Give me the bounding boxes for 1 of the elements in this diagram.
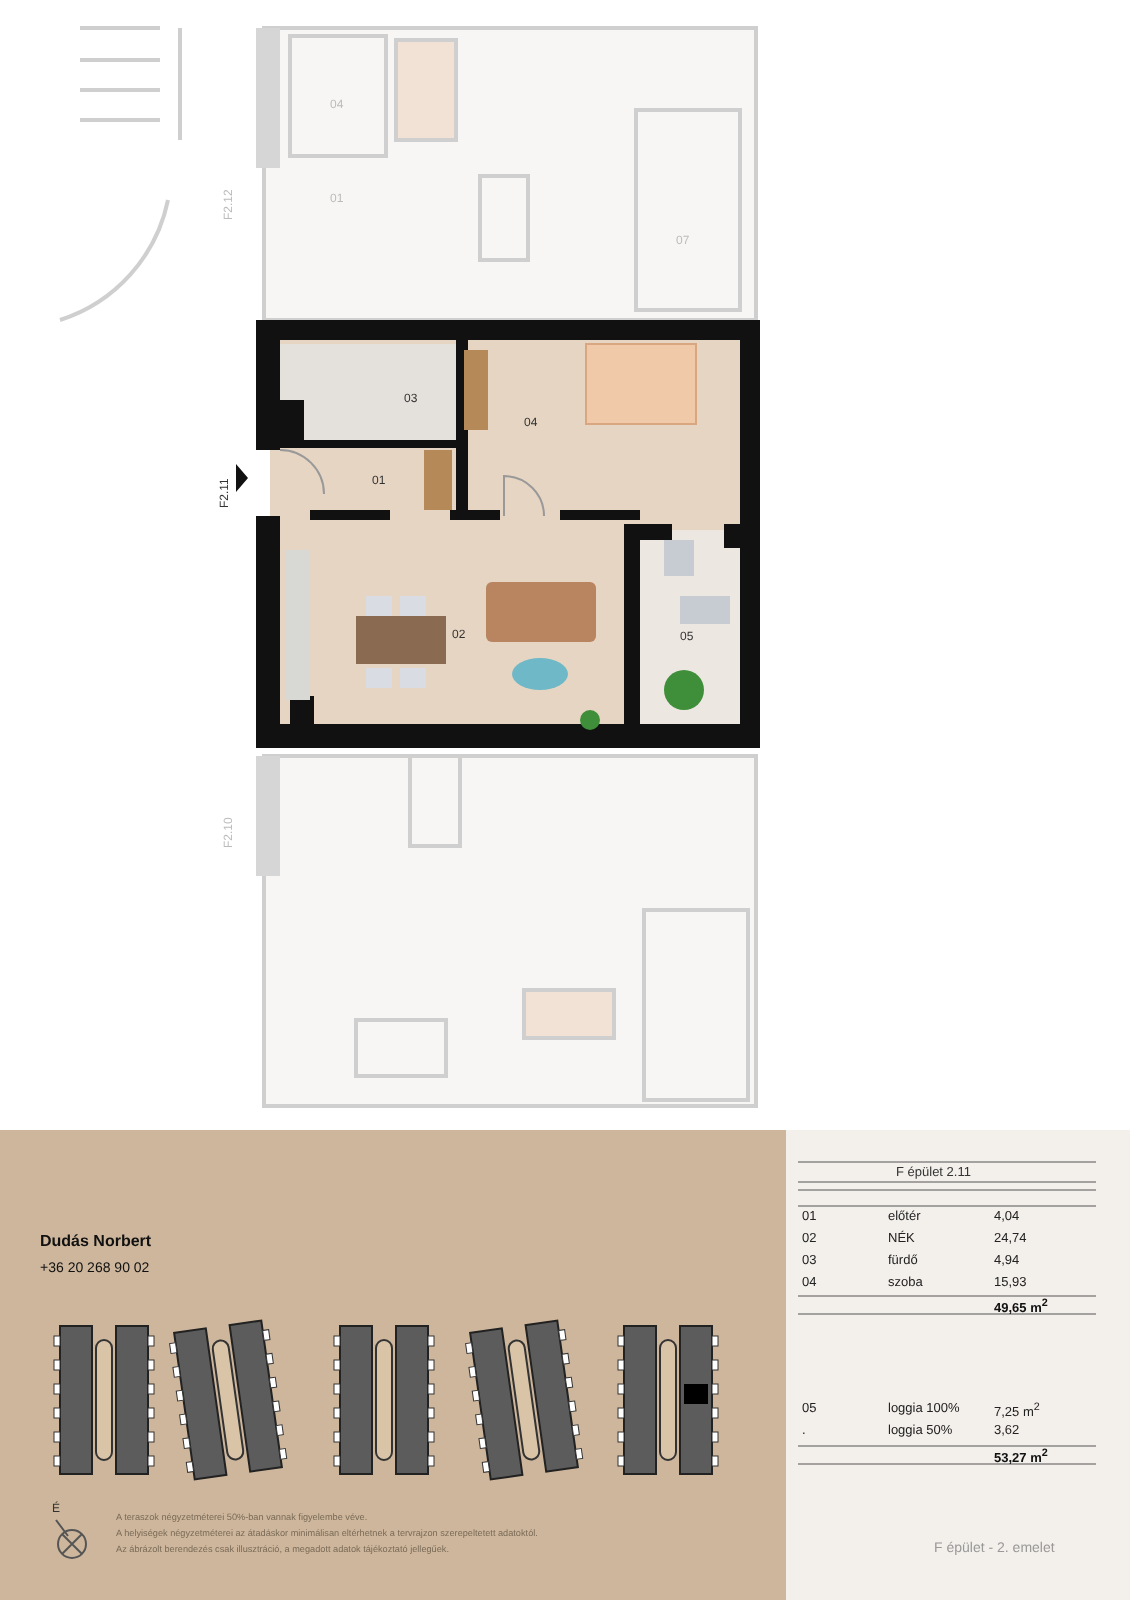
contact-name: Dudás Norbert <box>40 1234 152 1250</box>
